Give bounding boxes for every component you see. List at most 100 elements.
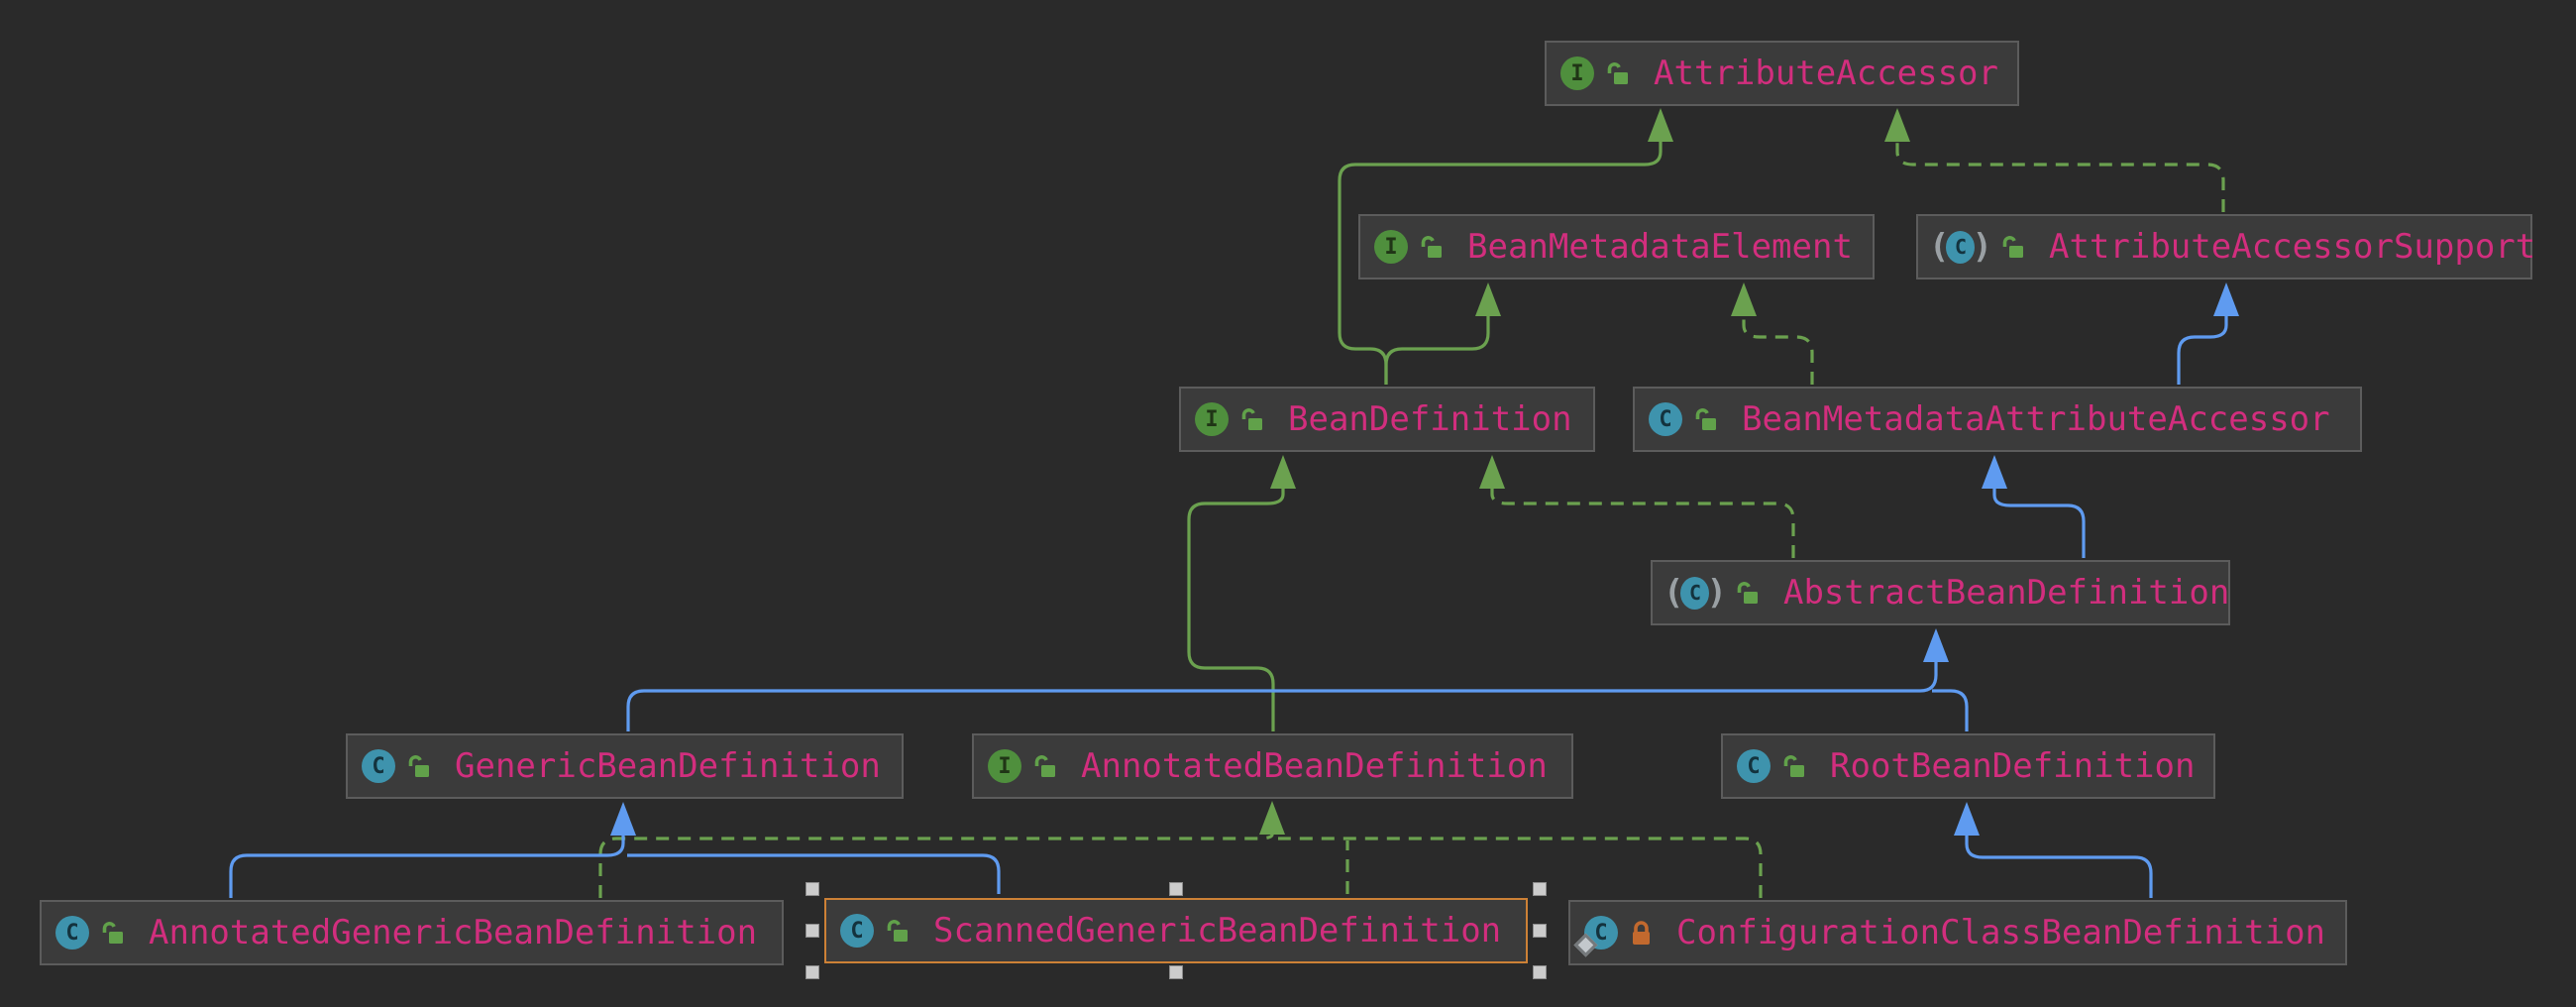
edge-AttributeAccessorSupport-implements-AttributeAccessor[interactable] [1884, 108, 2225, 212]
type-icon: C [1573, 916, 1618, 957]
class-icon: C [840, 914, 874, 948]
inheritance-arrowhead-icon [2213, 282, 2239, 316]
public-open-lock-icon [1421, 235, 1442, 258]
selection-handle[interactable] [1533, 924, 1547, 938]
public-open-lock-icon [408, 754, 429, 777]
edge-BeanDefinition-extends-BeanMetadataElement[interactable] [1384, 282, 1501, 385]
selection-handle[interactable] [805, 882, 819, 896]
class-name-label: BeanDefinition [1288, 399, 1572, 439]
public-open-lock-icon [1737, 581, 1758, 604]
class-icon: C [1737, 749, 1771, 783]
selection-handle[interactable] [1533, 882, 1547, 896]
edge-BeanMetadataAttributeAccessor-implements-BeanMetadataElement[interactable] [1731, 282, 1814, 385]
class-node-BeanMetadataElement[interactable]: I BeanMetadataElement [1358, 214, 1875, 280]
inheritance-arrowhead-icon [610, 802, 636, 836]
selection-handle[interactable] [805, 924, 819, 938]
class-icon: C [55, 916, 89, 950]
interface-icon: I [1560, 56, 1594, 90]
selection-handle[interactable] [1169, 882, 1183, 896]
private-lock-icon [1633, 920, 1650, 945]
selection-handle[interactable] [1533, 965, 1547, 979]
class-name-label: AbstractBeanDefinition [1782, 573, 2230, 613]
edge-ScannedGenericBeanDefinition-extends-GenericBeanDefinition[interactable] [627, 853, 1001, 894]
public-open-lock-icon [1241, 407, 1262, 430]
edge-AbstractBeanDefinition-extends-BeanMetadataAttributeAccessor[interactable] [1982, 455, 2086, 558]
type-icon: I [1374, 230, 1408, 264]
inheritance-arrowhead-icon [1954, 802, 1980, 836]
class-name-label: AttributeAccessor [1654, 54, 1998, 93]
edge-RootBeanDefinition-extends-AbstractBeanDefinition[interactable] [1932, 689, 1969, 731]
type-icon: I [988, 749, 1021, 783]
class-node-RootBeanDefinition[interactable]: C RootBeanDefinition [1721, 733, 2215, 799]
type-icon: C [1737, 749, 1771, 783]
class-name-label: ConfigurationClassBeanDefinition [1676, 913, 2326, 952]
edge-ConfigurationClassBeanDefinition-implements-AnnotatedBeanDefinition[interactable] [1278, 837, 1763, 898]
class-name-label: AnnotatedGenericBeanDefinition [149, 913, 758, 952]
inheritance-arrowhead-icon [1923, 628, 1949, 662]
inheritance-arrowhead-icon [1982, 455, 2007, 489]
type-icon: C [1649, 402, 1682, 436]
public-open-lock-icon [887, 919, 908, 942]
public-open-lock-icon [1607, 61, 1628, 84]
public-open-lock-icon [1783, 754, 1804, 777]
type-icon: C [55, 916, 89, 950]
class-name-label: RootBeanDefinition [1830, 746, 2196, 786]
type-icon: C [840, 914, 874, 948]
class-node-GenericBeanDefinition[interactable]: C GenericBeanDefinition [346, 733, 904, 799]
edge-AbstractBeanDefinition-implements-BeanDefinition[interactable] [1479, 455, 1795, 558]
class-icon: C [362, 749, 395, 783]
class-node-ConfigurationClassBeanDefinition[interactable]: C ConfigurationClassBeanDefinition [1568, 900, 2347, 965]
class-name-label: AttributeAccessorSupport [2048, 227, 2536, 267]
edge-AnnotatedBeanDefinition-extends-BeanDefinition[interactable] [1187, 455, 1296, 731]
class-name-label: ScannedGenericBeanDefinition [933, 911, 1502, 951]
class-node-BeanDefinition[interactable]: I BeanDefinition [1179, 387, 1595, 452]
interface-icon: I [1374, 230, 1408, 264]
class-icon: C [1649, 402, 1682, 436]
public-open-lock-icon [1695, 407, 1716, 430]
edge-GenericBeanDefinition-extends-AbstractBeanDefinition[interactable] [626, 628, 1949, 731]
selection-handle[interactable] [805, 965, 819, 979]
class-name-label: GenericBeanDefinition [455, 746, 881, 786]
abstract-class-paren: ) [1706, 573, 1727, 613]
interface-icon: I [1195, 402, 1229, 436]
edge-BeanDefinition-extends-AttributeAccessor[interactable] [1338, 108, 1673, 385]
class-name-label: BeanMetadataAttributeAccessor [1742, 399, 2330, 439]
abstract-class-paren: ( [1664, 573, 1684, 613]
inheritance-arrowhead-icon [1270, 455, 1296, 489]
interface-icon: I [988, 749, 1021, 783]
class-node-AnnotatedGenericBeanDefinition[interactable]: C AnnotatedGenericBeanDefinition [40, 900, 784, 965]
class-node-AbstractBeanDefinition[interactable]: (C) AbstractBeanDefinition [1651, 560, 2230, 625]
edge-BeanMetadataAttributeAccessor-extends-AttributeAccessorSupport[interactable] [2177, 282, 2239, 385]
type-icon: I [1195, 402, 1229, 436]
public-open-lock-icon [2002, 235, 2023, 258]
class-node-AnnotatedBeanDefinition[interactable]: I AnnotatedBeanDefinition [972, 733, 1573, 799]
abstract-class-icon: C [1946, 230, 1976, 264]
inheritance-arrowhead-icon [1884, 108, 1910, 142]
class-name-label: AnnotatedBeanDefinition [1081, 746, 1548, 786]
inheritance-arrowhead-icon [1479, 455, 1505, 489]
edge-ConfigurationClassBeanDefinition-extends-RootBeanDefinition[interactable] [1954, 802, 2153, 898]
class-icon: C [1584, 916, 1618, 950]
class-name-label: BeanMetadataElement [1467, 227, 1853, 267]
abstract-class-paren: ( [1929, 227, 1950, 267]
public-open-lock-icon [102, 921, 123, 944]
inheritance-arrowhead-icon [1475, 282, 1501, 316]
inheritance-arrowhead-icon [1259, 801, 1285, 835]
class-node-AttributeAccessor[interactable]: I AttributeAccessor [1545, 41, 2019, 106]
class-node-ScannedGenericBeanDefinition[interactable]: C ScannedGenericBeanDefinition [824, 898, 1528, 963]
inheritance-arrowhead-icon [1648, 108, 1673, 142]
public-open-lock-icon [1034, 754, 1055, 777]
inheritance-arrowhead-icon [1731, 282, 1757, 316]
class-node-AttributeAccessorSupport[interactable]: (C) AttributeAccessorSupport [1916, 214, 2536, 280]
abstract-class-paren: ) [1972, 227, 1992, 267]
type-icon: C [362, 749, 395, 783]
type-icon: (C) [1664, 573, 1727, 613]
abstract-class-icon: C [1680, 576, 1710, 610]
class-node-BeanMetadataAttributeAccessor[interactable]: C BeanMetadataAttributeAccessor [1633, 387, 2362, 452]
edge-AnnotatedGenericBeanDefinition-extends-GenericBeanDefinition[interactable] [229, 802, 636, 898]
selection-handle[interactable] [1169, 965, 1183, 979]
type-icon: I [1560, 56, 1594, 90]
edge-AnnotatedGenericBeanDefinition-implements-AnnotatedBeanDefinition[interactable] [598, 801, 1285, 898]
